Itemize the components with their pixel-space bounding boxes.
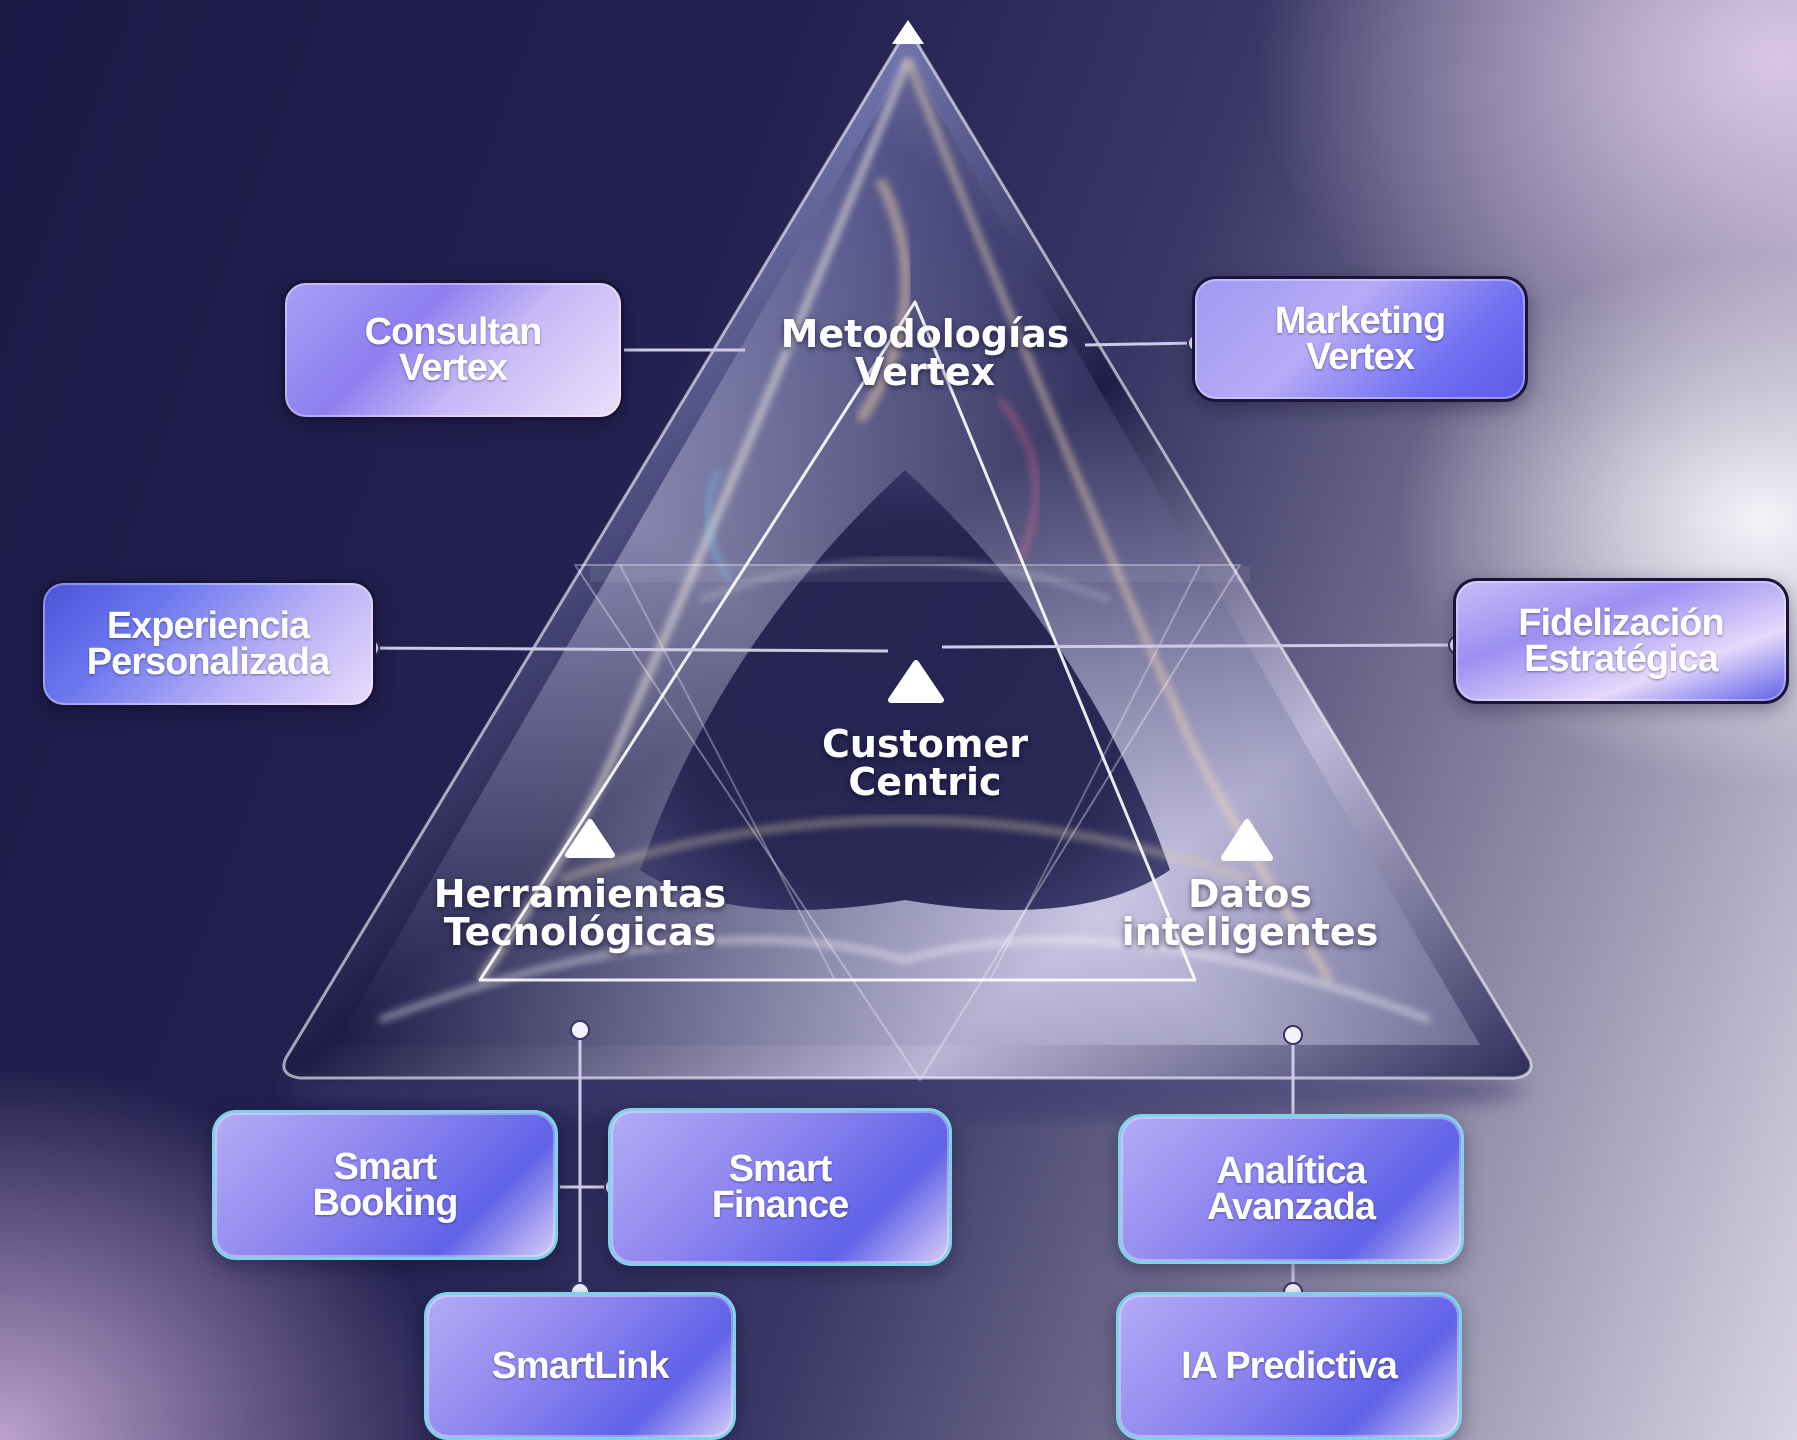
fidelizacion-estrategica-label: Fidelización Estratégica	[1518, 602, 1724, 680]
ia-predictiva-label: IA Predictiva	[1181, 1345, 1398, 1387]
smart-booking-label: Smart Booking	[312, 1146, 459, 1224]
ia-predictiva-box[interactable]: IA Predictiva	[1116, 1292, 1462, 1440]
right-node-label: Datos inteligentes	[1121, 872, 1379, 954]
experiencia-personalizada-label: Experiencia Personalizada	[86, 605, 331, 683]
center-node-icon	[888, 660, 944, 703]
smartlink-box[interactable]: SmartLink	[424, 1292, 736, 1440]
experiencia-personalizada-box[interactable]: Experiencia Personalizada	[40, 580, 376, 708]
analitica-avanzada-label: Analítica Avanzada	[1207, 1150, 1376, 1228]
glass-band	[590, 566, 1250, 582]
smart-finance-box[interactable]: Smart Finance	[608, 1108, 952, 1266]
consultan-vertex-label: Consultan Vertex	[364, 311, 543, 389]
connectors	[369, 341, 1458, 1292]
right-node-icon	[1221, 819, 1273, 861]
consultan-vertex-box[interactable]: Consultan Vertex	[282, 280, 624, 420]
smart-booking-box[interactable]: Smart Booking	[212, 1110, 558, 1260]
inner-triangles	[478, 300, 1241, 1081]
analitica-avanzada-box[interactable]: Analítica Avanzada	[1118, 1114, 1464, 1264]
marketing-vertex-label: Marketing Vertex	[1274, 300, 1446, 378]
center-node-label: Customer Centric	[822, 722, 1028, 804]
left-node-label: Herramientas Tecnológicas	[433, 872, 727, 954]
left-node-icon	[565, 819, 615, 858]
smartlink-label: SmartLink	[491, 1345, 670, 1387]
fidelizacion-estrategica-box[interactable]: Fidelización Estratégica	[1453, 578, 1789, 704]
smart-finance-label: Smart Finance	[711, 1148, 850, 1226]
top-node-label: Metodologías Vertex	[780, 312, 1070, 394]
glass-pyramid	[282, 20, 1533, 1080]
marketing-vertex-box[interactable]: Marketing Vertex	[1192, 276, 1528, 402]
